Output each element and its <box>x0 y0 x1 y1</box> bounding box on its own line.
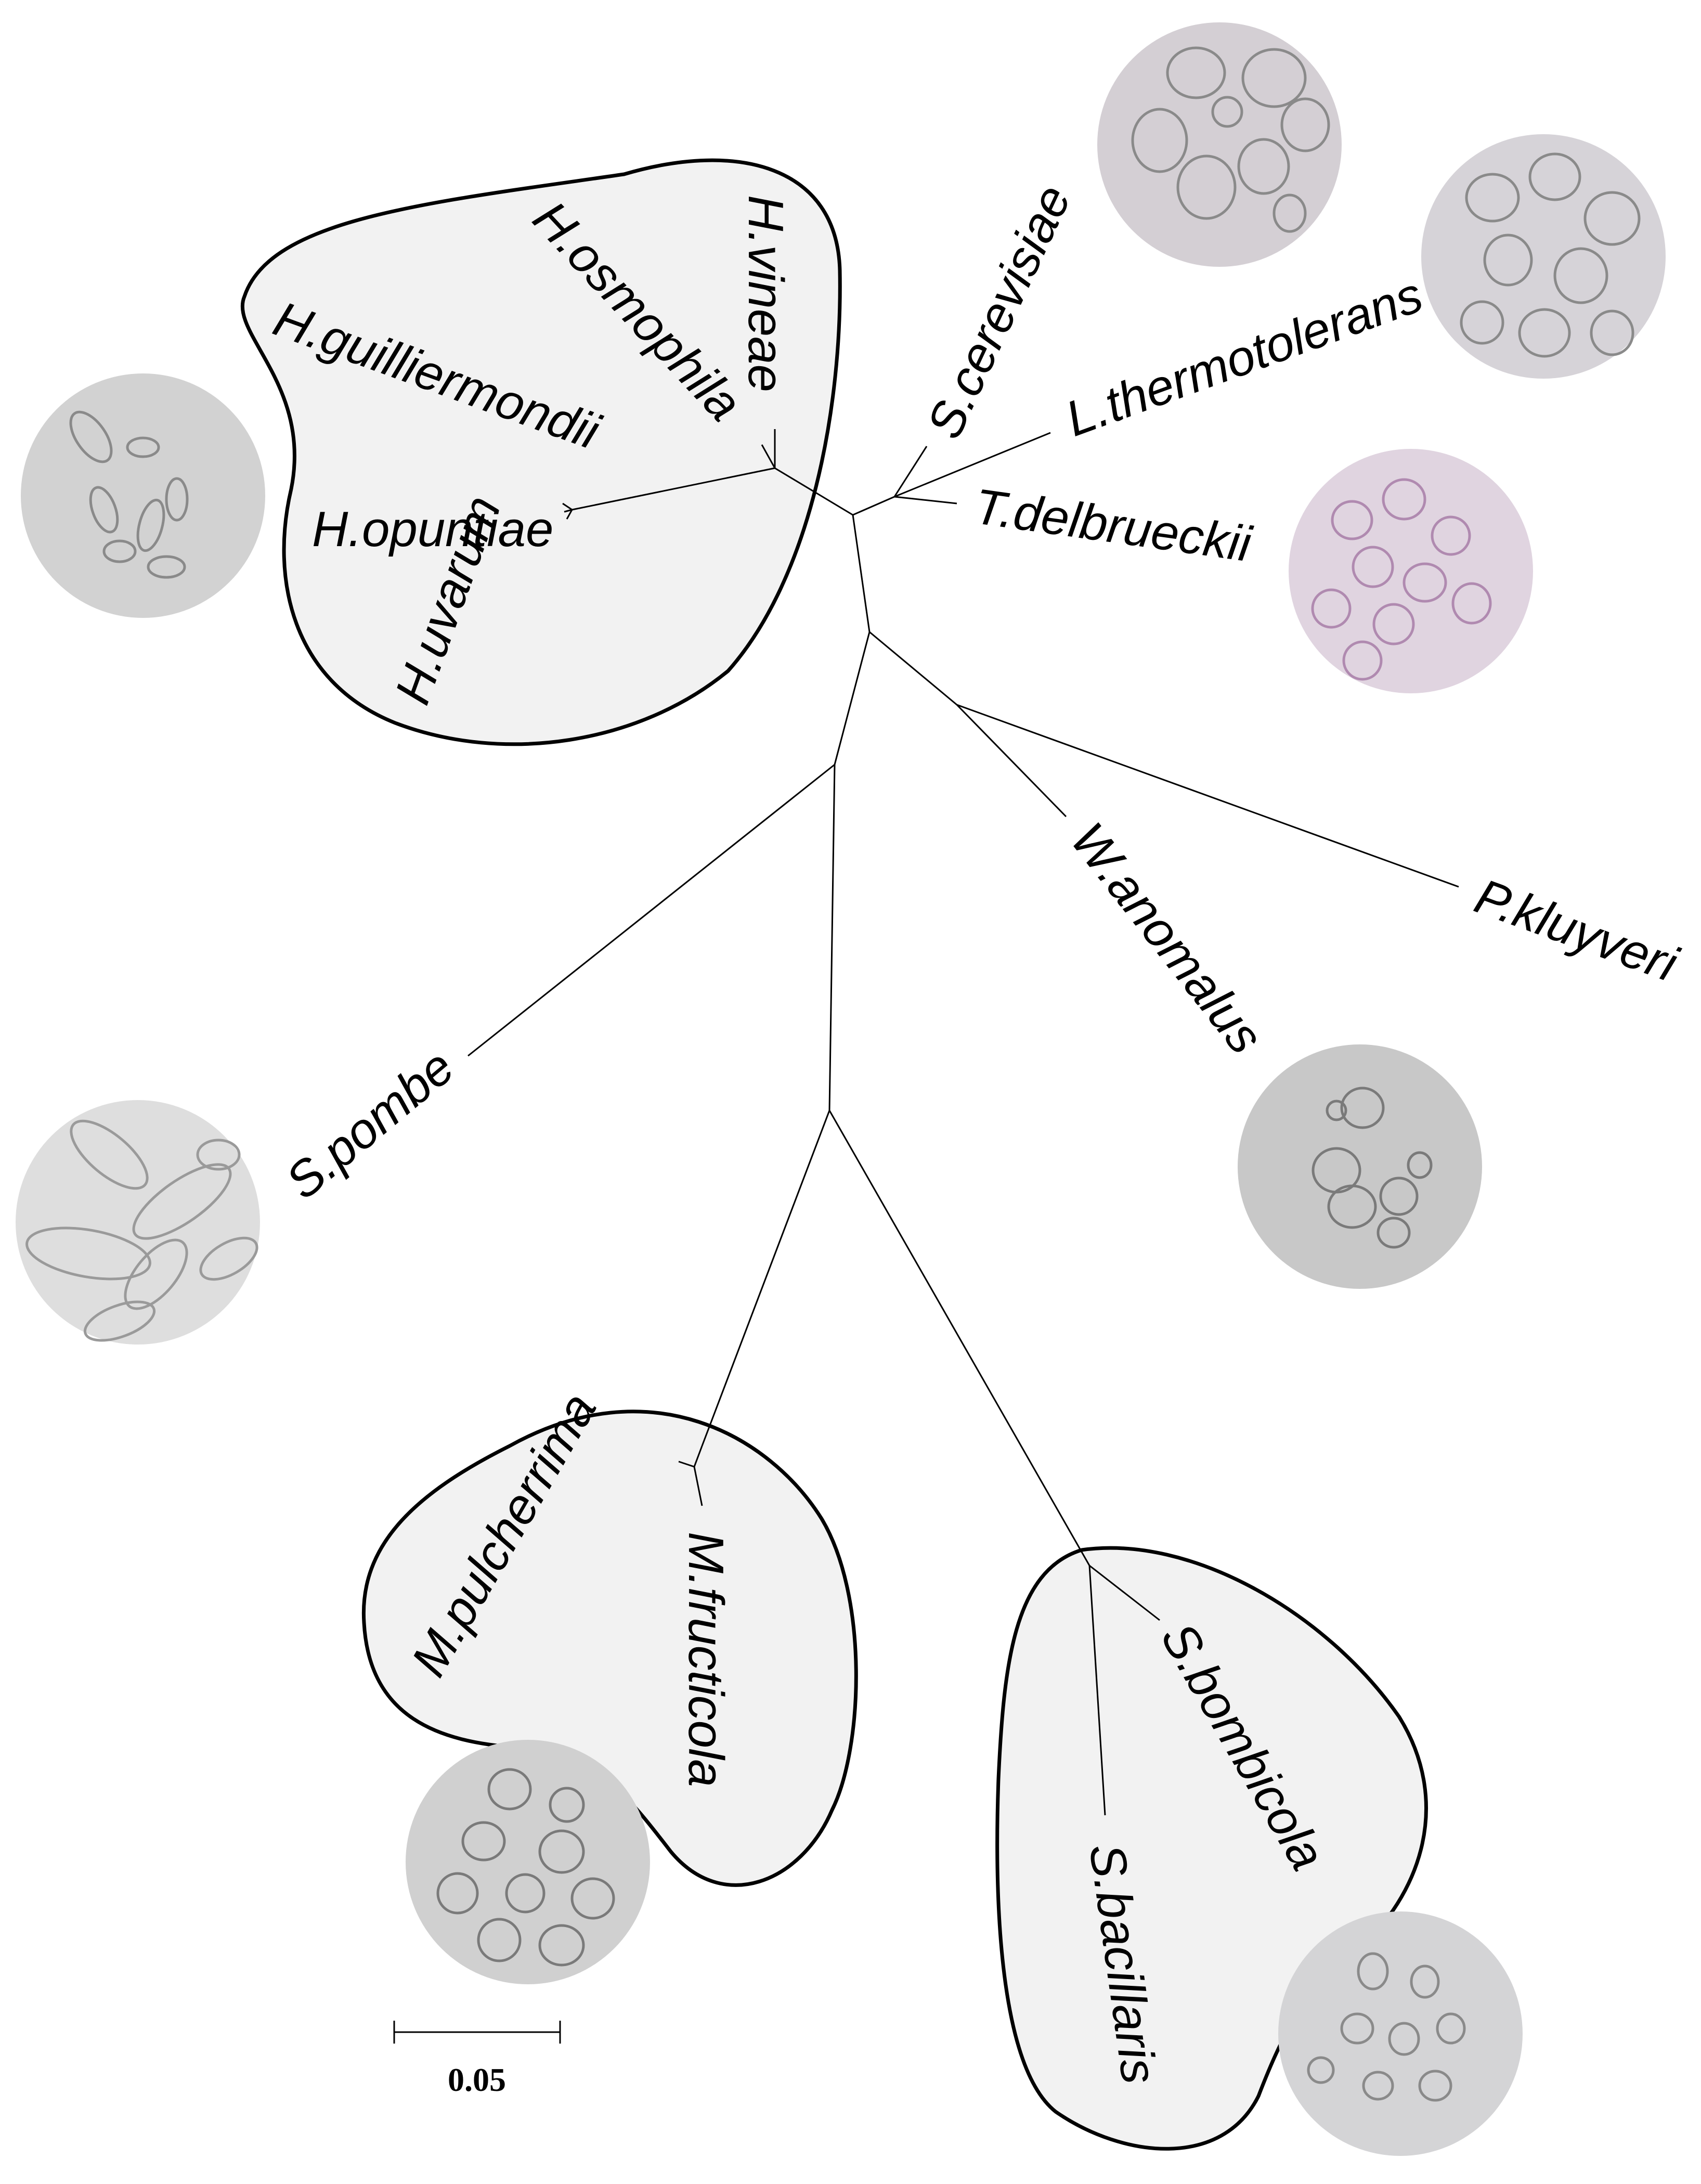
branch-m-fructicola <box>693 1466 703 1506</box>
hanseniaspora-clade-region <box>240 158 842 746</box>
branch-s-pombe <box>468 764 835 1057</box>
micrograph-hanseniaspora <box>21 373 265 618</box>
scale-bar-label: 0.05 <box>448 2061 506 2098</box>
micrograph-w-anomalus <box>1238 1044 1482 1289</box>
micrograph-l-thermotolerans <box>1421 134 1666 379</box>
branch-root-upper <box>828 764 836 1111</box>
branch-l-thermotolerans <box>894 432 1051 498</box>
label-w-anomalus: W.anomalus <box>1060 812 1274 1064</box>
branch-metschnikowia-stem <box>693 1445 703 1467</box>
branch-s-cerevisiae <box>893 446 928 497</box>
branch-s-bacillaris <box>1088 1565 1106 1816</box>
micrograph-t-delbrueckii <box>1289 449 1533 693</box>
tree-branches <box>468 429 1459 1816</box>
branch-h-osmophila <box>761 444 776 469</box>
starmerella-clade-region <box>995 1546 1428 2151</box>
branch-m-pulcherrima <box>678 1461 695 1468</box>
micrograph-starmerella <box>1278 1911 1523 2156</box>
branch-hanseniaspora-split <box>572 467 775 511</box>
label-t-delbrueckii: T.delbrueckii <box>971 479 1256 573</box>
scale-bar: 0.05 <box>393 2021 561 2098</box>
metschnikowia-clade-region <box>361 1410 858 1887</box>
label-s-cerevisiae: S.cerevisiae <box>916 177 1082 447</box>
branch-p-kluyveri <box>956 704 1459 888</box>
branch-upper-internal <box>834 631 871 765</box>
label-m-fructicola: M.fructicola <box>678 1532 734 1787</box>
label-l-thermotolerans: L.thermotolerans <box>1059 267 1430 447</box>
micrograph-s-pombe <box>16 1100 260 1345</box>
branch-saccharomycetaceae-stem <box>852 496 895 516</box>
branch-lower-node <box>701 1110 830 1446</box>
label-h-vineae: H.vineae <box>738 195 794 392</box>
branch-w-anomalus <box>956 704 1067 818</box>
branch-h-opuntiae <box>564 509 573 513</box>
label-h-opuntiae: H.opuntiae <box>312 501 553 557</box>
branch-pichiaceae-stem <box>869 631 957 706</box>
branch-h-guilliermondii <box>562 502 573 511</box>
branch-s-bombicola <box>1089 1565 1160 1621</box>
micrograph-metschnikowia <box>406 1740 650 1984</box>
branch-starmerella-stem <box>828 1110 1090 1566</box>
branch-h-uvarum <box>566 509 573 520</box>
branch-t-delbrueckii <box>894 496 957 505</box>
branch-core-node <box>852 514 871 632</box>
label-s-pombe: S.pombe <box>276 1039 464 1210</box>
branch-hanseniaspora-stem <box>774 467 853 516</box>
micrograph-s-cerevisiae <box>1097 22 1342 267</box>
label-p-kluyveri: P.kluyveri <box>1468 868 1685 993</box>
